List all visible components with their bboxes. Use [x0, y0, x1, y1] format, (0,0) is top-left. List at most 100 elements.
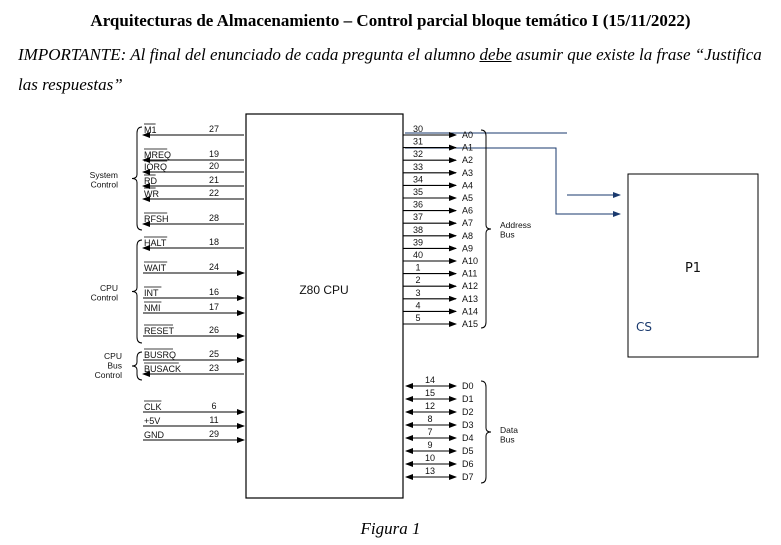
addr-number-a4: 34	[413, 174, 423, 184]
brace-system-control	[131, 126, 143, 231]
group-cpu-bus-control-2: Control	[95, 370, 123, 380]
cpu-label: Z80 CPU	[299, 283, 348, 297]
addr-number-a11: 1	[415, 263, 420, 273]
addr-label-a14: A14	[462, 306, 478, 316]
addr-number-a14: 4	[415, 300, 420, 310]
pin-number-halt: 18	[209, 237, 219, 247]
addr-number-a5: 35	[413, 187, 423, 197]
pin-label-busack: BUSACK	[144, 364, 181, 374]
data-number-d3: 8	[427, 414, 432, 424]
pin-number-wr: 22	[209, 188, 219, 198]
addr-number-a8: 38	[413, 225, 423, 235]
data-label-d1: D1	[462, 394, 474, 404]
data-label-d0: D0	[462, 381, 474, 391]
pin-number-busrq: 25	[209, 349, 219, 359]
data-label-d4: D4	[462, 433, 474, 443]
pin-number-m1: 27	[209, 124, 219, 134]
data-number-d2: 12	[425, 401, 435, 411]
data-label-d2: D2	[462, 407, 474, 417]
group-data-bus-1: Bus	[500, 435, 515, 445]
group-cpu-control-0: CPU	[100, 283, 118, 293]
data-label-d6: D6	[462, 459, 474, 469]
p1-box	[627, 173, 759, 358]
addr-label-a2: A2	[462, 155, 473, 165]
pin-label-m1: M1	[144, 125, 157, 135]
page-title: Arquitecturas de Almacenamiento – Contro…	[90, 11, 691, 30]
p1-label: P1	[685, 261, 701, 276]
addr-number-a13: 3	[415, 288, 420, 298]
pin-label-rfsh: RFSH	[144, 214, 169, 224]
addr-label-a5: A5	[462, 193, 473, 203]
group-cpu-bus-control-1: Bus	[107, 361, 122, 371]
group-address-bus-0: Address	[500, 220, 531, 230]
addr-number-a3: 33	[413, 162, 423, 172]
data-number-d5: 9	[427, 440, 432, 450]
group-address-bus-1: Bus	[500, 230, 515, 240]
pin-label-halt: HALT	[144, 238, 167, 248]
addr-number-a15: 5	[415, 313, 420, 323]
pin-label-gnd: GND	[144, 430, 165, 440]
addr-number-a12: 2	[415, 275, 420, 285]
pin-label-reset: RESET	[144, 326, 175, 336]
data-number-d0: 14	[425, 375, 435, 385]
addr-label-a11: A11	[462, 269, 477, 279]
brace-cpu-bus-control	[131, 351, 143, 381]
important-note: IMPORTANTE: Al final del enunciado de ca…	[18, 40, 763, 100]
data-number-d6: 10	[425, 453, 435, 463]
addr-label-a6: A6	[462, 206, 473, 216]
data-label-d3: D3	[462, 420, 474, 430]
addr-label-a1: A1	[462, 143, 473, 153]
a1-connection	[405, 147, 621, 217]
pin-number-rfsh: 28	[209, 213, 219, 223]
group-cpu-bus-control-0: CPU	[104, 351, 122, 361]
note-text-end: asumir que existe la frase “Justifica la…	[18, 45, 762, 94]
pin-label-nmi: NMI	[144, 303, 161, 313]
addr-number-a2: 32	[413, 149, 423, 159]
data-number-d1: 15	[425, 388, 435, 398]
pin-label-wait: WAIT	[144, 263, 167, 273]
addr-label-a3: A3	[462, 168, 473, 178]
pin-label-iorq: IORQ	[144, 162, 167, 172]
pin-label-int: INT	[144, 288, 159, 298]
data-number-d7: 13	[425, 466, 435, 476]
pin-number-nmi: 17	[209, 302, 219, 312]
addr-label-a10: A10	[462, 256, 478, 266]
addr-number-a9: 39	[413, 237, 423, 247]
pin-label-rd: RD	[144, 176, 157, 186]
addr-number-a6: 36	[413, 200, 423, 210]
pin-number-rd: 21	[209, 175, 219, 185]
pin-label-clk: CLK	[144, 402, 162, 412]
cs-label: CS	[636, 320, 652, 334]
figure-caption: Figura 1	[360, 519, 421, 538]
brace-address-bus	[480, 129, 492, 329]
addr-label-a13: A13	[462, 294, 478, 304]
brace-data-bus	[480, 380, 492, 484]
addr-label-a4: A4	[462, 180, 473, 190]
data-number-d4: 7	[427, 427, 432, 437]
addr-number-a7: 37	[413, 212, 423, 222]
pin-number-5v: 11	[209, 415, 218, 425]
group-system-control-0: System	[90, 170, 118, 180]
brace-cpu-control	[131, 239, 143, 344]
group-system-control-1: Control	[91, 180, 119, 190]
data-label-d7: D7	[462, 472, 474, 482]
pin-number-reset: 26	[209, 325, 219, 335]
pin-number-gnd: 29	[209, 429, 219, 439]
addr-label-a0: A0	[462, 130, 473, 140]
addr-label-a7: A7	[462, 218, 473, 228]
addr-label-a8: A8	[462, 231, 473, 241]
pin-label-wr: WR	[144, 189, 159, 199]
pin-number-wait: 24	[209, 262, 219, 272]
addr-number-a10: 40	[413, 250, 423, 260]
data-label-d5: D5	[462, 446, 474, 456]
addr-label-a9: A9	[462, 243, 473, 253]
pin-label-busrq: BUSRQ	[144, 350, 176, 360]
pin-label-5v: +5V	[144, 416, 160, 426]
note-text-start: IMPORTANTE: Al final del enunciado de ca…	[18, 45, 480, 64]
addr-label-a12: A12	[462, 281, 478, 291]
group-data-bus-0: Data	[500, 425, 518, 435]
addr-label-a15: A15	[462, 319, 478, 329]
pin-label-mreq: MREQ	[144, 150, 171, 160]
addr-number-a0: 30	[413, 124, 423, 134]
